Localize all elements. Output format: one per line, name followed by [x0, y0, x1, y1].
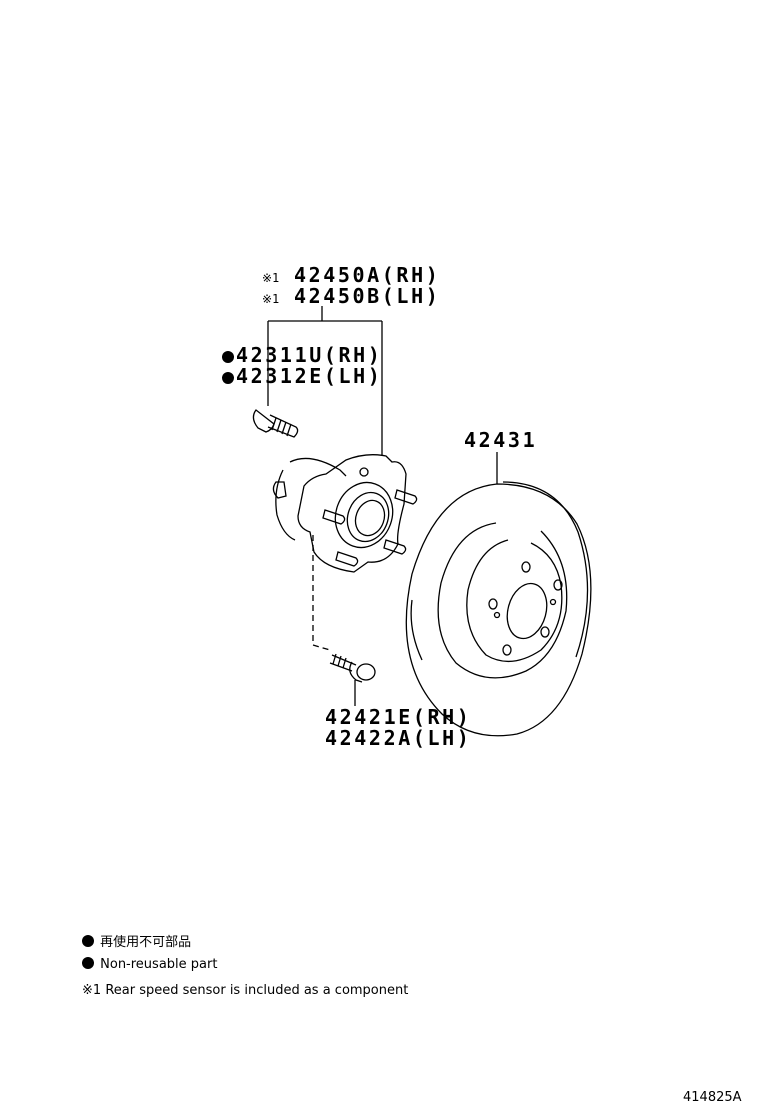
callout-hub-bolt-rh: 42311U(RH) — [222, 345, 382, 366]
brake-disc-part — [405, 481, 592, 737]
callout-hub-assembly-lh: ※1 42450B(LH) — [262, 286, 440, 310]
legend-note-1: ※1 Rear speed sensor is included as a co… — [82, 983, 408, 999]
non-reusable-bullet-icon — [222, 351, 234, 363]
legend-non-reusable-en: Non-reusable part — [82, 957, 217, 973]
note-marker: ※1 — [262, 292, 280, 306]
part-number: 42450A(RH) — [293, 263, 441, 287]
part-number: 42311U(RH) — [236, 343, 383, 367]
callout-attach-bolt-rh: 42421E(RH) — [325, 705, 472, 729]
non-reusable-bullet-icon — [222, 372, 234, 384]
bullet-icon — [82, 935, 94, 947]
bullet-icon — [82, 957, 94, 969]
illustration-id: 414825A — [683, 1090, 742, 1105]
note-marker: ※1 — [262, 271, 280, 285]
axle-hub-part — [272, 454, 418, 573]
callout-attach-bolt-lh: 42422A(LH) — [325, 726, 472, 750]
legend-text: Rear speed sensor is included as a compo… — [105, 983, 409, 998]
legend-text: 再使用不可部品 — [100, 935, 192, 950]
callout-hub-assembly-rh: ※1 42450A(RH) — [262, 265, 440, 289]
legend-non-reusable-jp: 再使用不可部品 — [82, 935, 191, 951]
callout-hub-bolt-lh: 42312E(LH) — [222, 366, 382, 387]
callout-disc: 42431 — [464, 428, 538, 452]
leader-lines — [267, 306, 498, 706]
hub-attach-bolt-part — [329, 653, 376, 683]
note-marker: ※1 — [82, 983, 102, 998]
legend-text: Non-reusable part — [100, 957, 218, 972]
part-number: 42312E(LH) — [236, 364, 383, 388]
hub-bolt-part — [252, 409, 299, 438]
part-number: 42450B(LH) — [293, 284, 441, 308]
